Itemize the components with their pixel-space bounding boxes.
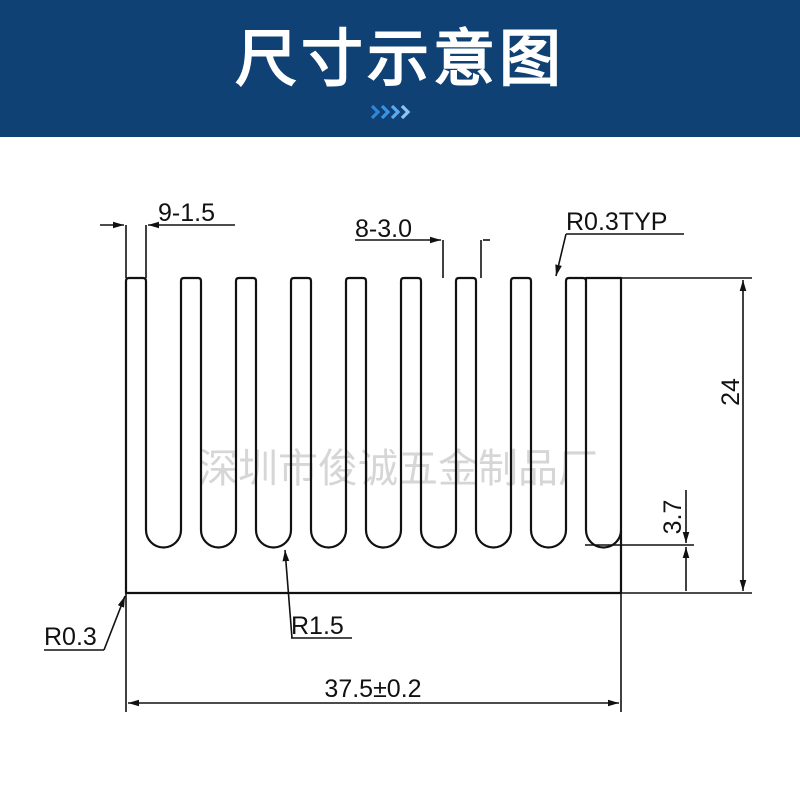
slot-width-dimension <box>355 236 490 278</box>
width-label: 37.5±0.2 <box>324 675 421 703</box>
slot-width-label: 8-3.0 <box>355 215 412 243</box>
fin-thickness-label: 9-1.5 <box>158 199 215 227</box>
width-dimension <box>125 593 622 712</box>
tip-radius-leader <box>555 233 684 277</box>
watermark-text: 深圳市俊诚五金制品厂 <box>198 446 598 492</box>
base-thickness-dimension <box>585 490 694 591</box>
height-label: 24 <box>717 378 745 406</box>
tip-radius-label: R0.3TYP <box>566 208 667 236</box>
fin-thickness-dimension <box>100 221 235 278</box>
root-radius-leader <box>282 549 352 639</box>
page-title: 尺寸示意图 <box>234 22 565 95</box>
base-thickness-label: 3.7 <box>659 500 687 535</box>
height-dimension <box>621 277 752 594</box>
corner-radius-label: R0.3 <box>44 623 97 651</box>
heatsink-dimension-drawing: 深圳市俊诚五金制品厂 9-1.5 8-3.0 R0.3TYP <box>44 199 752 712</box>
heatsink-profile <box>124 276 623 595</box>
triple-chevron-right-icon <box>370 104 411 120</box>
header-banner: 尺寸示意图 <box>0 0 800 137</box>
root-radius-label: R1.5 <box>291 612 344 640</box>
corner-radius-leader <box>44 595 126 651</box>
